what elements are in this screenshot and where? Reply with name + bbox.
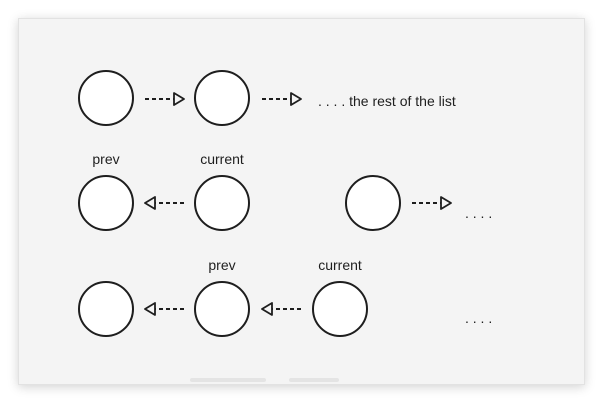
current-label: current [200, 151, 244, 167]
canvas-tab-indicator [190, 378, 266, 382]
canvas-tab-indicator [289, 378, 339, 382]
prev-label: prev [92, 151, 119, 167]
rest-of-list-label: . . . . the rest of the list [318, 93, 456, 109]
list-node [194, 70, 250, 126]
prev-label: prev [208, 257, 235, 273]
list-node [194, 175, 250, 231]
list-node [78, 281, 134, 337]
list-node [194, 281, 250, 337]
list-node [78, 175, 134, 231]
list-node [345, 175, 401, 231]
ellipsis-label: . . . . [465, 205, 492, 221]
ellipsis-label: . . . . [465, 310, 492, 326]
list-node [312, 281, 368, 337]
list-node [78, 70, 134, 126]
current-label: current [318, 257, 362, 273]
